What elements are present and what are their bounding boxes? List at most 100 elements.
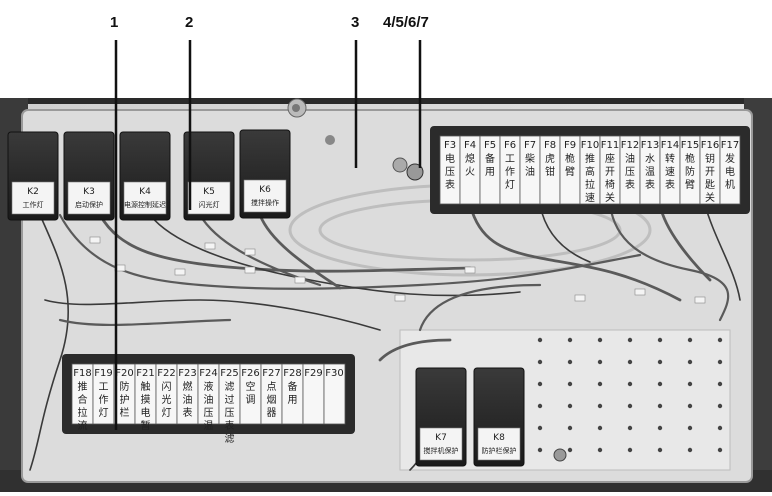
- relay-label: 闪光灯: [199, 200, 220, 209]
- relay-label: 防护栏保护: [482, 446, 517, 455]
- fuse-label: 虎钳: [545, 153, 555, 178]
- relay-label: 搅拌机保护: [424, 446, 459, 455]
- fuse-code: F21: [136, 368, 154, 379]
- fuse-label: 转速表: [665, 152, 675, 191]
- fuse-code: F24: [199, 368, 217, 379]
- relay-k5: K5 闪光灯: [183, 131, 235, 221]
- fuse-code: F15: [681, 140, 699, 151]
- fuse-f30: F30: [323, 363, 346, 425]
- fuse-label: 桅防臂: [685, 152, 695, 191]
- relay-code: K6: [259, 185, 271, 195]
- fuse-f29: F29: [302, 363, 325, 425]
- fuse-code: F17: [721, 140, 739, 151]
- fuse-label: 电压表: [445, 152, 455, 191]
- fuse-f19: F19 工作灯: [92, 363, 115, 425]
- fuse-code: F5: [484, 140, 496, 151]
- fuse-label: 工作灯: [505, 154, 515, 191]
- relay-code: K5: [203, 187, 215, 197]
- fuse-code: F29: [304, 368, 322, 379]
- relay-code: K8: [493, 433, 505, 443]
- fuse-label: 油压表: [625, 152, 635, 191]
- fuse-code: F26: [241, 368, 259, 379]
- fuse-code: F3: [444, 140, 456, 151]
- fuse-code: F28: [283, 368, 301, 379]
- callout-1: 1: [110, 14, 119, 31]
- fuse-code: F22: [157, 368, 175, 379]
- fuse-code: F10: [581, 140, 599, 151]
- fuse-label: 柴油: [525, 152, 535, 178]
- fuse-code: F25: [220, 368, 238, 379]
- fuse-label: 工作灯: [99, 382, 109, 419]
- fuse-label: 备用: [485, 152, 495, 178]
- fuse-code: F16: [701, 140, 719, 151]
- relay-k8: K8 防护栏保护: [473, 367, 525, 467]
- relay-code: K4: [139, 187, 151, 197]
- relay-k6: K6 搅拌操作: [239, 129, 291, 219]
- callout-2: 2: [185, 14, 194, 31]
- fuse-label: 备用: [288, 380, 298, 406]
- fuse-code: F30: [325, 368, 343, 379]
- relay-label: 启动保护: [75, 200, 103, 209]
- fuse-code: F12: [621, 140, 639, 151]
- fuse-label: 钥开匙关: [705, 152, 715, 204]
- fuse-code: F11: [601, 140, 619, 151]
- fuse-code: F14: [661, 140, 679, 151]
- relay-k3: K3 启动保护: [63, 131, 115, 221]
- fuse-code: F9: [564, 140, 576, 151]
- fuse-label: 防护栏: [120, 380, 130, 419]
- fuse-label: 触摸电暂: [141, 380, 151, 432]
- relay-code: K3: [83, 187, 95, 197]
- fuse-label: 点烟器: [267, 381, 277, 419]
- fuse-code: F19: [94, 368, 112, 379]
- fuse-label: 空调: [246, 380, 256, 406]
- fuse-label: 推高拉速: [585, 152, 595, 204]
- callout-3: 3: [351, 14, 360, 31]
- fuse-code: F27: [262, 368, 280, 379]
- relay-row-top: K2 工作灯 K3 启动保护 K4 电源控制延迟 K5 闪光灯 K6 搅拌操作: [7, 129, 291, 221]
- relay-label: 工作灯: [23, 200, 44, 209]
- fuse-label: 液油压温: [204, 380, 214, 432]
- fuse-code: F18: [73, 368, 91, 379]
- fuse-label: 燃油表: [183, 380, 193, 419]
- fuse-label: 熄火: [465, 152, 475, 178]
- relay-code: K2: [27, 187, 39, 197]
- callout-4567: 4/5/6/7: [383, 14, 429, 31]
- fuse-block-bottom: F18推合拉流F19工作灯F20防护栏F21触摸电暂F22闪光灯F23燃油表F2…: [62, 354, 355, 445]
- fuse-code: F8: [544, 140, 556, 151]
- relay-k4: K4 电源控制延迟: [119, 131, 171, 221]
- fuse-label: 水温表: [645, 153, 655, 191]
- fuse-block-top: F3电压表F4熄火F5备用F6工作灯F7柴油F8虎钳F9桅臂F10推高拉速F11…: [430, 126, 750, 214]
- fuse-label: 闪光灯: [162, 380, 172, 419]
- fuse-code: F23: [178, 368, 196, 379]
- relay-label: 搅拌操作: [251, 198, 279, 207]
- fuse-label: 桅臂: [565, 152, 575, 178]
- fuse-code: F4: [464, 140, 476, 151]
- relay-label: 电源控制延迟: [124, 200, 166, 209]
- fuse-f27: F27 点烟器: [260, 363, 283, 425]
- fuse-code: F20: [115, 368, 133, 379]
